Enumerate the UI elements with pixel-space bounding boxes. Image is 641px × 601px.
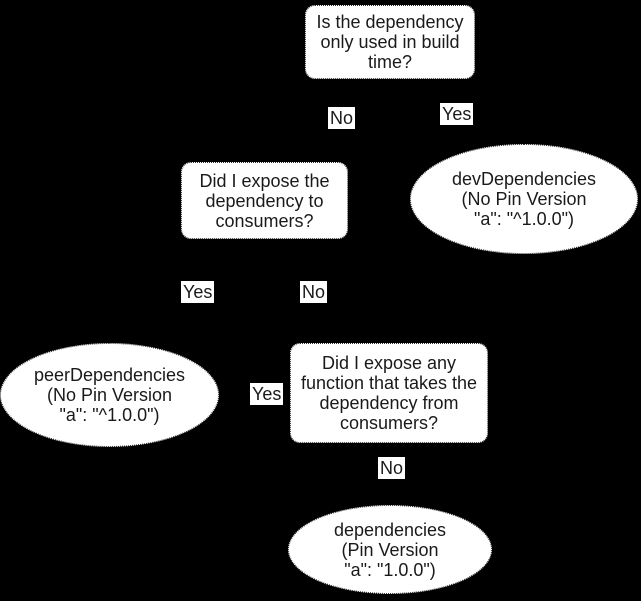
node-text-line: dependency to — [205, 190, 324, 211]
edge-label-yes: Yes — [181, 281, 215, 303]
result-node-devdependencies: devDependencies (No Pin Version "a": "^1… — [410, 144, 638, 254]
result-node-peerdependencies: peerDependencies (No Pin Version "a": "^… — [0, 343, 219, 447]
node-text-line: only used in build — [320, 32, 460, 52]
node-text-line: consumers? — [215, 210, 314, 231]
node-text-line: devDependencies — [451, 169, 597, 189]
node-text-line: (No Pin Version — [461, 189, 587, 209]
decision-node-expose-dependency: Did I expose the dependency to consumers… — [181, 162, 348, 239]
node-text-line: (Pin Version — [341, 539, 439, 560]
edge-label-no: No — [328, 107, 356, 129]
result-node-dependencies: dependencies (Pin Version "a": "1.0.0") — [288, 505, 492, 594]
node-text-line: function that takes the — [300, 373, 478, 393]
node-text-line: time? — [367, 52, 412, 72]
edge-label-no: No — [300, 281, 328, 303]
node-text-line: Is the dependency — [316, 12, 464, 32]
edge-label-yes: Yes — [250, 383, 284, 405]
node-text-line: (No Pin Version — [46, 385, 173, 405]
node-text-line: "a": "^1.0.0") — [473, 209, 575, 229]
edge-label-no: No — [378, 457, 406, 479]
edge-label-yes: Yes — [440, 103, 474, 125]
node-text-line: peerDependencies — [33, 365, 186, 385]
node-text-line: consumers? — [339, 413, 439, 433]
node-text-line: "a": "1.0.0") — [344, 559, 436, 580]
node-text-line: dependency from — [319, 393, 459, 413]
node-text-line: dependencies — [333, 519, 447, 540]
decision-node-expose-function: Did I expose any function that takes the… — [290, 343, 488, 443]
decision-node-build-time: Is the dependency only used in build tim… — [305, 5, 475, 79]
node-text-line: "a": "^1.0.0") — [59, 405, 160, 425]
node-text-line: Did I expose the — [199, 170, 330, 191]
node-text-line: Did I expose any — [321, 353, 457, 373]
